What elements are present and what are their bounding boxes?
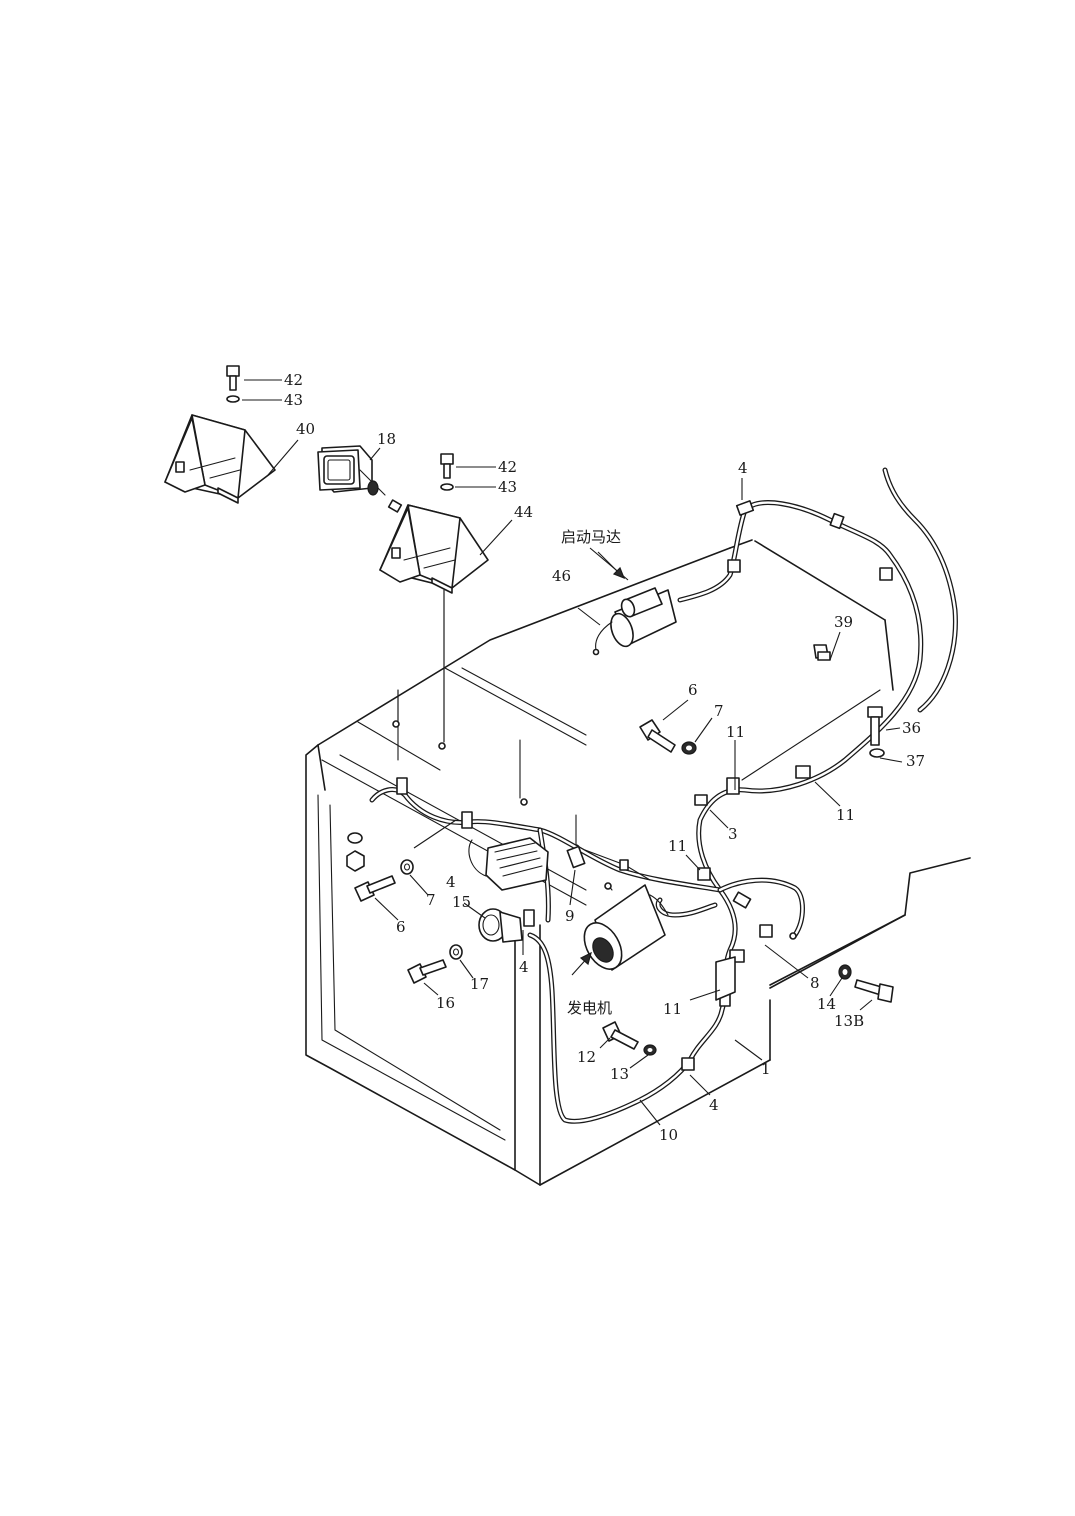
- bolt-6-lower: [354, 875, 396, 902]
- label-arrows: [571, 551, 626, 976]
- washer-7-lower: [400, 859, 414, 875]
- callout-4-top: 4: [738, 459, 748, 477]
- callout-13b: 13B: [834, 1012, 864, 1030]
- horn-15: [478, 908, 523, 943]
- callout-13: 13: [610, 1065, 629, 1083]
- callout-46: 46: [552, 567, 571, 585]
- bolt-42-middle: [440, 453, 454, 491]
- leader-lines: [242, 379, 903, 1126]
- callout-11-mid: 11: [668, 837, 687, 855]
- washer-17: [449, 944, 463, 960]
- callout-15: 15: [452, 893, 471, 911]
- callout-14: 14: [817, 995, 836, 1013]
- callout-6-upper: 6: [688, 681, 698, 699]
- grommet-39: [813, 644, 831, 661]
- machine-body-outline: [305, 539, 971, 1186]
- washer-14: [838, 964, 852, 980]
- generator-label: 发电机: [567, 999, 612, 1017]
- callout-11-lower: 11: [663, 1000, 682, 1018]
- bolt-12: [602, 1021, 639, 1050]
- callout-9: 9: [565, 907, 575, 925]
- relay-box: [468, 837, 549, 891]
- callout-16: 16: [436, 994, 455, 1012]
- callout-6-lower: 6: [396, 918, 406, 936]
- callout-18: 18: [377, 430, 396, 448]
- callout-4-center: 4: [519, 958, 529, 976]
- callout-8: 8: [810, 974, 820, 992]
- harness-clamps: [396, 500, 893, 1071]
- callout-3: 3: [728, 825, 738, 843]
- callout-12: 12: [577, 1048, 596, 1066]
- nut-and-ring: [346, 832, 365, 872]
- callout-4-left: 4: [446, 873, 456, 891]
- callout-4-bottom: 4: [709, 1096, 719, 1114]
- callout-39: 39: [834, 613, 853, 631]
- bolt-16: [407, 959, 447, 984]
- washer-13: [643, 1044, 657, 1056]
- bolt-42-top: [226, 365, 240, 403]
- starter-motor-label: 启动马达: [561, 528, 621, 546]
- connector-8: [732, 891, 797, 940]
- callout-7-lower: 7: [426, 891, 436, 909]
- callout-7-upper: 7: [714, 702, 724, 720]
- callout-labels: 42 43 40 18 42 43 44 4 46 39 6 7 11 36 3…: [284, 371, 925, 1144]
- callout-36: 36: [902, 719, 921, 737]
- washer-37: [869, 748, 885, 758]
- generator-alternator: [583, 882, 669, 971]
- callout-40: 40: [296, 420, 315, 438]
- washer-7-upper: [681, 741, 697, 755]
- bolt-13b: [854, 979, 894, 1003]
- work-light-18: [317, 445, 403, 513]
- starter-motor-46: [592, 587, 677, 656]
- callout-43-middle: 43: [498, 478, 517, 496]
- callout-10: 10: [659, 1126, 678, 1144]
- callout-17: 17: [470, 975, 489, 993]
- callout-1: 1: [761, 1060, 771, 1078]
- callout-44: 44: [514, 503, 533, 521]
- callout-43-top: 43: [284, 391, 303, 409]
- callout-42-top: 42: [284, 371, 303, 389]
- callout-37: 37: [906, 752, 925, 770]
- callout-11-upper: 11: [726, 723, 745, 741]
- bolt-6-upper: [639, 719, 676, 753]
- light-bracket-44: [379, 504, 489, 594]
- light-bracket-40: [164, 414, 276, 504]
- bolt-36: [867, 706, 883, 746]
- callout-11-right: 11: [836, 806, 855, 824]
- callout-42-middle: 42: [498, 458, 517, 476]
- connector-9: [566, 845, 629, 871]
